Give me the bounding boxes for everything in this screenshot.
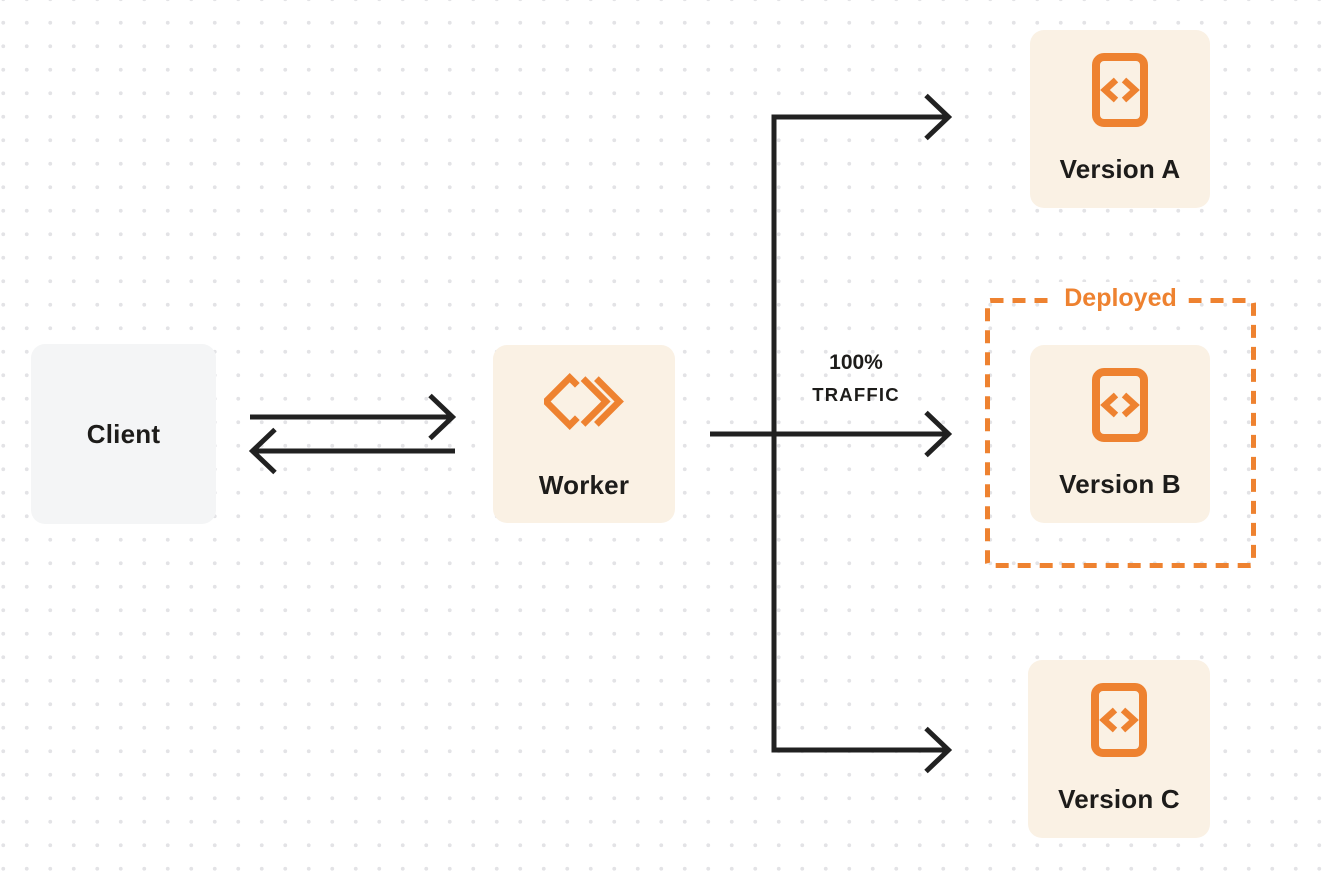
client-node: Client — [31, 344, 216, 524]
version-b-node: Version B — [1030, 345, 1210, 523]
arrow-to-version-b-head — [924, 410, 953, 458]
version-b-label: Version B — [1059, 469, 1181, 499]
version-a-label: Version A — [1059, 154, 1181, 184]
traffic-word: TRAFFIC — [812, 384, 900, 405]
version-c-label: Version C — [1058, 784, 1180, 814]
code-file-icon — [1090, 682, 1148, 758]
cloudflare-workers-logo-icon — [544, 371, 624, 432]
worker-label: Worker — [538, 470, 630, 500]
arrow-to-version-a-head — [924, 93, 953, 141]
arrow-worker-to-client-head — [248, 427, 277, 475]
branch-trunk — [771, 114, 946, 753]
code-file-icon — [1091, 367, 1149, 443]
arrow-to-version-c-head — [924, 726, 953, 774]
worker-node: Worker — [493, 345, 675, 523]
deployed-group: Deployed — [985, 282, 1256, 568]
deployed-label: Deployed — [1052, 282, 1189, 314]
client-label: Client — [86, 418, 161, 449]
traffic-percent: 100% — [829, 351, 883, 374]
code-file-icon — [1091, 52, 1149, 128]
version-a-node: Version A — [1030, 30, 1210, 208]
version-c-node: Version C — [1028, 660, 1210, 838]
arrow-client-to-worker-head — [428, 393, 457, 441]
traffic-annotation: 100% TRAFFIC — [786, 351, 926, 406]
